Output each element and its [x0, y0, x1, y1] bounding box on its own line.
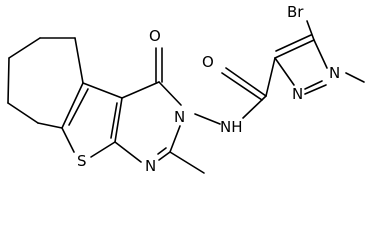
bond — [82, 82, 123, 99]
bond — [37, 122, 63, 129]
atom-label-nh: NH — [220, 118, 243, 136]
bond — [225, 67, 267, 97]
bond — [114, 141, 142, 163]
bond-lines — [7, 20, 365, 174]
bond — [194, 113, 221, 125]
bond — [121, 81, 160, 99]
bond — [68, 88, 89, 126]
atom-labels: Br N N O O NH N N S — [77, 3, 340, 175]
bond — [221, 72, 263, 101]
bond — [90, 141, 116, 158]
atom-label-n3: N — [174, 108, 185, 126]
atom-label-n-pyrazole: N — [292, 85, 303, 103]
bond — [74, 37, 84, 84]
bond — [114, 97, 123, 143]
bond — [8, 37, 41, 59]
bond — [7, 102, 39, 124]
bond — [275, 34, 312, 52]
atom-label-o-ketone: O — [149, 27, 161, 45]
bond — [274, 39, 315, 59]
bond — [61, 127, 75, 153]
atom-label-n1: N — [145, 157, 156, 175]
atom-label-s: S — [77, 152, 87, 170]
bond — [345, 72, 365, 83]
bond — [61, 82, 84, 129]
atom-label-br: Br — [287, 3, 304, 21]
bond — [169, 125, 181, 153]
bond — [304, 84, 327, 95]
bond — [242, 95, 267, 119]
bond — [274, 57, 295, 86]
bond — [169, 151, 205, 174]
bond — [306, 20, 315, 41]
bond — [110, 102, 118, 139]
atom-label-o-amide: O — [202, 53, 214, 71]
bond — [7, 57, 10, 104]
bond — [158, 81, 182, 106]
bond — [158, 151, 171, 161]
molecule-structure-diagram: Br N N O O NH N N S — [7, 3, 365, 175]
bond — [304, 80, 323, 90]
bond — [265, 57, 276, 97]
atom-label-n-methyl: N — [329, 64, 340, 82]
bond — [313, 39, 328, 69]
bond — [157, 147, 167, 155]
